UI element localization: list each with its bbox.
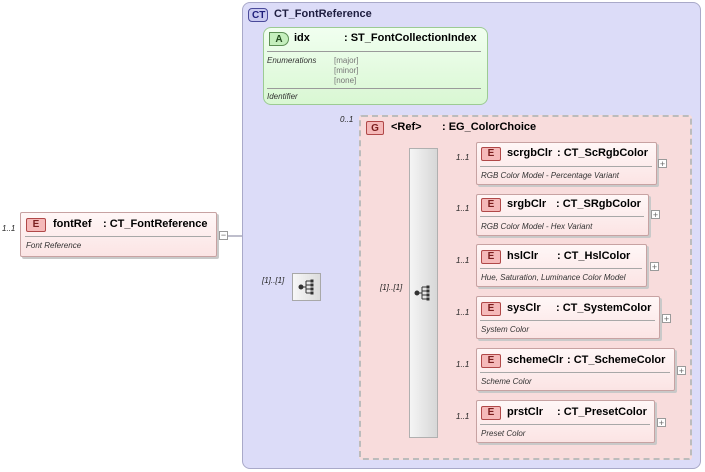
element-description: Scheme Color bbox=[481, 377, 532, 386]
element-name: srgbClr bbox=[507, 198, 547, 210]
root-element-separator bbox=[25, 236, 211, 237]
element-name: sysClr bbox=[507, 302, 541, 314]
element-srgbclr[interactable] bbox=[476, 194, 649, 236]
element-badge: E bbox=[481, 147, 501, 161]
expand-icon[interactable]: + bbox=[677, 366, 686, 376]
element-cardinality: 1..1 bbox=[456, 412, 470, 421]
root-element-description: Font Reference bbox=[26, 241, 82, 250]
root-element-cardinality: 1..1 bbox=[2, 224, 16, 233]
choice-cardinality: [1]..[1] bbox=[380, 283, 403, 292]
element-cardinality: 1..1 bbox=[456, 360, 470, 369]
element-description: Preset Color bbox=[481, 429, 526, 438]
sequence-cardinality: [1]..[1] bbox=[262, 276, 285, 285]
root-element-box[interactable] bbox=[20, 212, 217, 257]
group-badge: G bbox=[366, 121, 384, 135]
attribute-idx-box[interactable] bbox=[263, 27, 488, 105]
attribute-name: idx bbox=[294, 32, 310, 44]
attribute-type: : ST_FontCollectionIndex bbox=[344, 32, 477, 44]
element-separator bbox=[480, 166, 652, 167]
element-name: prstClr bbox=[507, 406, 544, 418]
element-badge: E bbox=[481, 354, 501, 368]
group-type: : EG_ColorChoice bbox=[442, 121, 537, 133]
element-cardinality: 1..1 bbox=[456, 308, 470, 317]
enumeration-major: [major] bbox=[334, 56, 359, 65]
group-cardinality: 0..1 bbox=[340, 115, 354, 124]
element-prstclr[interactable] bbox=[476, 400, 655, 443]
expand-icon[interactable]: + bbox=[651, 210, 660, 220]
root-element-type: : CT_FontReference bbox=[103, 218, 208, 230]
expand-icon[interactable]: + bbox=[650, 262, 659, 272]
element-badge: E bbox=[481, 250, 501, 264]
element-type: : CT_HslColor bbox=[557, 250, 631, 262]
element-sysclr[interactable] bbox=[476, 296, 660, 339]
element-separator bbox=[480, 372, 670, 373]
element-name: scrgbClr bbox=[507, 147, 553, 159]
attribute-badge: A bbox=[269, 32, 289, 46]
sequence-compositor[interactable] bbox=[292, 273, 321, 301]
element-type: : CT_SRgbColor bbox=[556, 198, 641, 210]
element-separator bbox=[480, 424, 650, 425]
root-element-name: fontRef bbox=[53, 218, 92, 230]
enumeration-none: [none] bbox=[334, 76, 357, 85]
element-badge: E bbox=[481, 198, 501, 212]
element-hslclr[interactable] bbox=[476, 244, 647, 287]
element-type: : CT_PresetColor bbox=[557, 406, 647, 418]
element-name: hslClr bbox=[507, 250, 539, 262]
element-separator bbox=[480, 216, 644, 217]
element-description: RGB Color Model - Percentage Variant bbox=[481, 171, 619, 180]
root-element-badge: E bbox=[26, 218, 46, 232]
element-description: Hue, Saturation, Luminance Color Model bbox=[481, 273, 626, 282]
element-scrgbclr[interactable] bbox=[476, 142, 657, 185]
attribute-description: Identifier bbox=[267, 92, 298, 101]
enumerations-label: Enumerations bbox=[267, 56, 317, 65]
collapse-icon[interactable]: − bbox=[219, 230, 228, 240]
group-ref-label: <Ref> bbox=[391, 121, 422, 133]
sequence-icon bbox=[298, 279, 314, 295]
element-badge: E bbox=[481, 406, 501, 420]
element-separator bbox=[480, 320, 655, 321]
complex-type-badge: CT bbox=[248, 8, 268, 22]
element-badge: E bbox=[481, 302, 501, 316]
choice-compositor[interactable] bbox=[409, 148, 438, 438]
element-schemeclr[interactable] bbox=[476, 348, 675, 391]
element-description: RGB Color Model - Hex Variant bbox=[481, 222, 593, 231]
element-name: schemeClr bbox=[507, 354, 564, 366]
expand-icon[interactable]: + bbox=[662, 314, 671, 324]
attribute-separator bbox=[267, 51, 481, 52]
element-type: : CT_SchemeColor bbox=[567, 354, 666, 366]
element-separator bbox=[480, 268, 642, 269]
expand-icon[interactable]: + bbox=[658, 159, 667, 169]
element-description: System Color bbox=[481, 325, 530, 334]
element-type: : CT_ScRgbColor bbox=[557, 147, 649, 159]
element-type: : CT_SystemColor bbox=[556, 302, 652, 314]
choice-icon bbox=[414, 285, 430, 301]
element-cardinality: 1..1 bbox=[456, 153, 470, 162]
element-cardinality: 1..1 bbox=[456, 204, 470, 213]
enumeration-minor: [minor] bbox=[334, 66, 359, 75]
element-cardinality: 1..1 bbox=[456, 256, 470, 265]
complex-type-name: CT_FontReference bbox=[274, 8, 372, 20]
attribute-separator-2 bbox=[267, 88, 481, 89]
expand-icon[interactable]: + bbox=[657, 418, 666, 428]
